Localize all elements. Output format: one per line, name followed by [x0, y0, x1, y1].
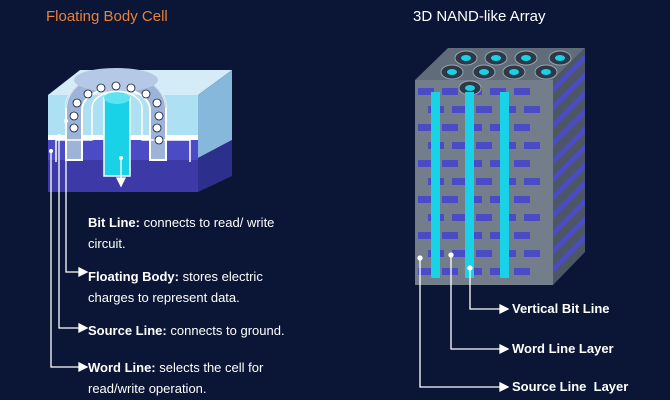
word-line-segment: [418, 268, 434, 275]
word-line-segment: [524, 178, 540, 185]
side-word-line-stripe: [553, 126, 585, 165]
word-line-description: Word Line: selects the cell for read/wri…: [88, 360, 264, 396]
word-line-segment: [442, 196, 458, 203]
word-line-segment: [490, 88, 506, 95]
bit-line-hole-core: [491, 55, 501, 61]
side-word-line-stripe: [553, 90, 585, 129]
word-line-segment: [524, 250, 540, 257]
word-line-segment: [418, 232, 434, 239]
bit-line-hole-core: [461, 55, 471, 61]
word-line-segment: [490, 232, 506, 239]
nand-array-title: 3D NAND-like Array: [413, 8, 546, 25]
word-line-segment: [442, 268, 458, 275]
bit-line-hole-core: [521, 55, 531, 61]
bit-line-hole-core: [509, 69, 519, 75]
word-line-segment: [418, 160, 434, 167]
word-line-segment: [490, 196, 506, 203]
word-line-segment: [514, 124, 530, 131]
side-word-line-stripe: [553, 144, 585, 183]
word-line-segment: [418, 124, 434, 131]
side-word-line-stripe: [553, 72, 585, 111]
side-word-line-stripe: [553, 108, 585, 147]
word-line-segment: [452, 214, 468, 221]
word-line-segment: [514, 232, 530, 239]
bit-line-hole-core: [479, 69, 489, 75]
word-line-segment: [514, 88, 530, 95]
bit-line-hole-core: [555, 55, 565, 61]
word-line-segment: [452, 250, 468, 257]
word-line-segment: [476, 214, 492, 221]
word-line-segment: [490, 268, 506, 275]
bit-line-hole-core: [447, 69, 457, 75]
bit-line-hole-core: [465, 85, 475, 91]
word-line-segment: [442, 232, 458, 239]
word-line-segment: [514, 268, 530, 275]
word-line-segment: [442, 124, 458, 131]
vertical-bit-line-label: Vertical Bit Line: [512, 301, 610, 316]
word-line-segment: [476, 250, 492, 257]
side-word-line-stripe: [553, 234, 585, 273]
cell-leader-lines: [50, 121, 127, 373]
side-word-line-stripe: [553, 54, 585, 93]
word-line-segment: [452, 106, 468, 113]
source-line-layer-label: Source Line Layer: [512, 379, 629, 394]
word-line-segment: [490, 160, 506, 167]
cell-side-lower: [198, 140, 232, 192]
word-line-segment: [476, 142, 492, 149]
source-line-description: Source Line: connects to ground.: [88, 323, 285, 338]
floating-body-description: Floating Body: stores electric charges t…: [88, 269, 263, 305]
word-line-segment: [418, 196, 434, 203]
charge-markers: [69, 81, 164, 145]
word-line-segment: [514, 196, 530, 203]
word-line-segment: [524, 214, 540, 221]
word-line-segment: [442, 88, 458, 95]
side-word-line-stripe: [553, 180, 585, 219]
word-line-segment: [524, 142, 540, 149]
word-line-segment: [524, 106, 540, 113]
bit-line-description: Bit Line: connects to read/ write circui…: [88, 215, 275, 251]
word-line-segment: [418, 88, 434, 95]
word-line-segment: [514, 160, 530, 167]
bit-line-pillar: [104, 98, 130, 176]
array-leader-lines: [417, 252, 510, 393]
word-line-segment: [476, 178, 492, 185]
word-line-segment: [442, 160, 458, 167]
vertical-bit-line-pillar: [431, 92, 440, 278]
word-line-layer-label: Word Line Layer: [512, 341, 614, 356]
cell-side-upper: [198, 70, 232, 158]
word-line-segment: [452, 178, 468, 185]
vertical-bit-line-pillar: [500, 92, 509, 278]
vertical-bit-line-pillar: [465, 92, 474, 278]
word-line-segment: [452, 142, 468, 149]
floating-body-cell-title: Floating Body Cell: [46, 8, 168, 25]
side-word-line-stripe: [553, 216, 585, 255]
bit-line-hole-core: [541, 69, 551, 75]
side-word-line-stripe: [553, 162, 585, 201]
side-word-line-stripe: [553, 198, 585, 237]
word-line-segment: [476, 106, 492, 113]
word-line-segment: [490, 124, 506, 131]
